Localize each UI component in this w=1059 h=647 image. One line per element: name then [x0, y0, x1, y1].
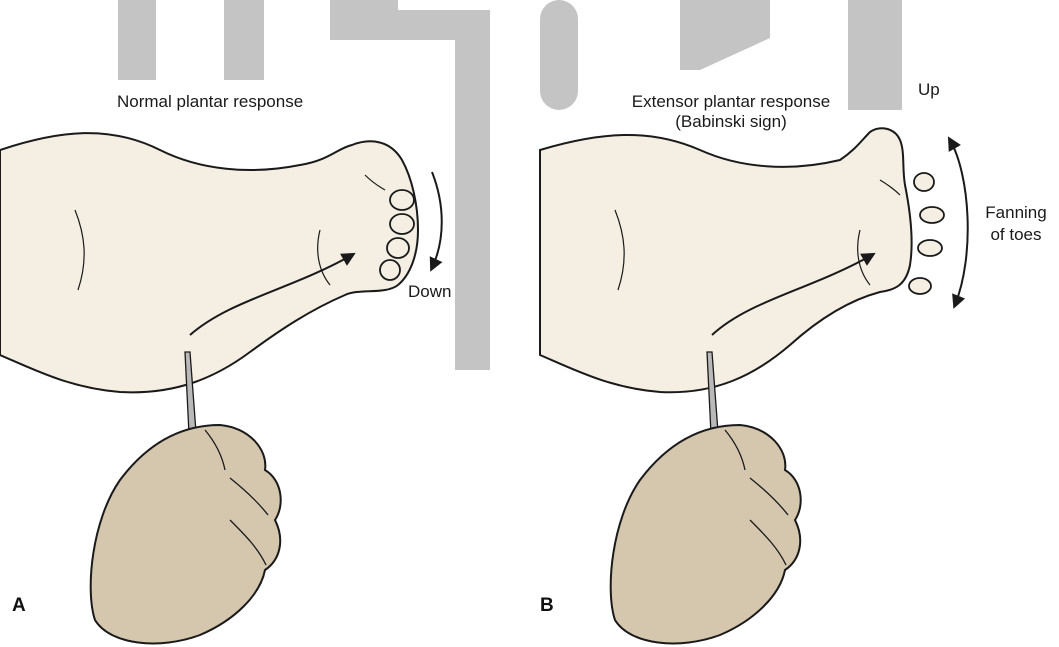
panel-a-toe-direction-label: Down [408, 282, 451, 302]
fanning-arrow [950, 140, 968, 305]
toe-down-arrow [432, 172, 442, 268]
toe-a-3 [387, 238, 409, 258]
toe-a-4 [380, 260, 400, 280]
panel-a-letter: A [12, 595, 26, 617]
toe-a-2 [390, 214, 414, 234]
fanning-label-line2: of toes [976, 224, 1056, 246]
toe-b-4 [909, 278, 931, 294]
toe-b-1 [914, 173, 934, 191]
fanning-label: Fanning of toes [976, 202, 1056, 246]
toe-b-2 [920, 207, 944, 223]
fanning-label-line1: Fanning [976, 202, 1056, 224]
panel-b-letter: B [540, 595, 554, 617]
toe-a-1 [390, 190, 414, 210]
toe-b-3 [918, 240, 942, 256]
panel-b-illustration [540, 128, 968, 643]
panel-b-title: Extensor plantar response (Babinski sign… [606, 92, 856, 132]
panel-a-title: Normal plantar response [117, 92, 303, 112]
hand-a [91, 425, 281, 643]
panel-b-title-line2: (Babinski sign) [606, 112, 856, 132]
foot-b [540, 128, 912, 392]
foot-a [0, 133, 418, 392]
hand-b [611, 425, 801, 643]
panel-a-illustration [0, 133, 442, 643]
panel-b-toe-direction-label: Up [918, 80, 940, 100]
panel-b-title-line1: Extensor plantar response [606, 92, 856, 112]
